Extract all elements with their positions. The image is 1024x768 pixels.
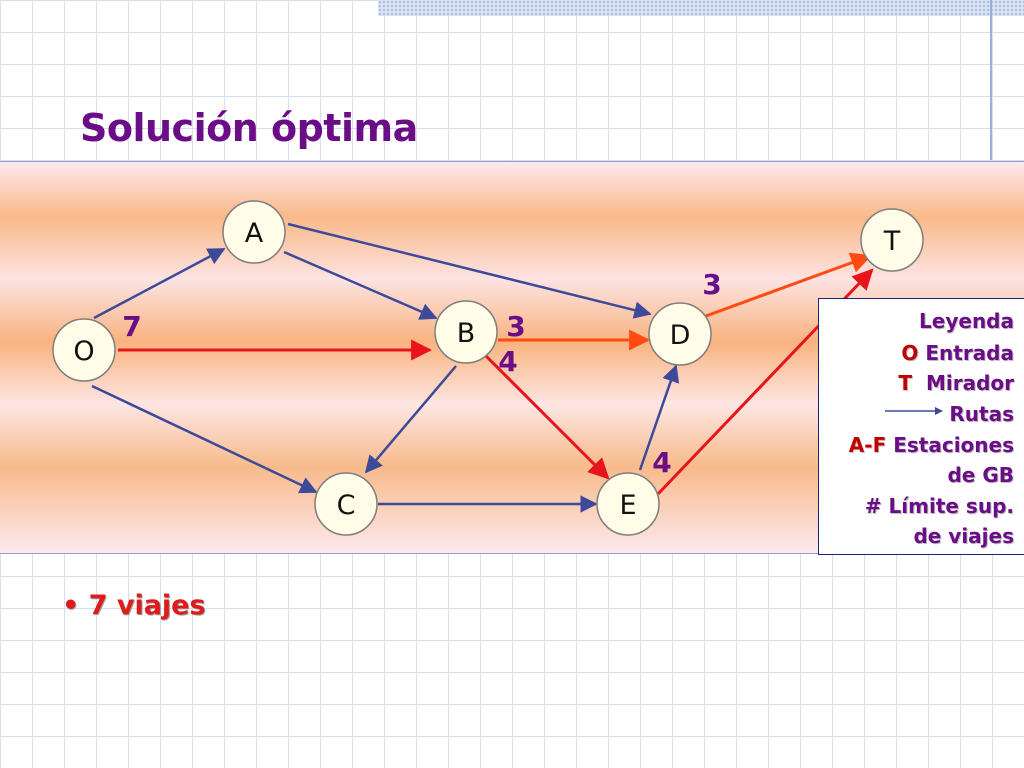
- legend-stations-cont: de GB: [947, 463, 1014, 487]
- result-bullet: • 7 viajes: [62, 590, 206, 621]
- edge-b-c: [364, 365, 457, 474]
- edge-layer: [91, 222, 874, 513]
- legend-lookout-text: Mirador: [925, 371, 1014, 395]
- edge-o-a: [93, 247, 226, 320]
- capacity-label-b-e: 4: [498, 345, 517, 378]
- node-e: [596, 472, 660, 536]
- edge-b-e: [484, 354, 610, 480]
- legend-entry-text: Entrada: [925, 341, 1014, 365]
- node-label-d: D: [670, 320, 691, 351]
- edge-d-t: [705, 252, 872, 318]
- edge-a-d: [287, 222, 652, 319]
- legend-stations: A-F Estaciones: [849, 433, 1014, 457]
- capacity-label-o-b: 7: [122, 310, 141, 343]
- node-label-e: E: [619, 490, 636, 521]
- legend-route-arrow-icon: [885, 407, 943, 415]
- node-d: [648, 302, 712, 366]
- legend-lookout-key: T: [898, 371, 913, 395]
- capacity-label-b-d: 3: [506, 310, 525, 343]
- node-label-a: A: [245, 218, 264, 249]
- legend-stations-key: A-F: [848, 433, 887, 457]
- legend-lookout: T Mirador: [898, 371, 1014, 395]
- legend-stations-text: Estaciones: [893, 433, 1014, 457]
- legend-box: Leyenda O Entrada T Mirador Rutas A-F Es…: [818, 298, 1024, 555]
- node-label-b: B: [457, 318, 476, 349]
- edge-o-c: [91, 384, 318, 494]
- node-c: [314, 472, 378, 536]
- node-a: [222, 200, 286, 264]
- node-label-t: T: [883, 226, 901, 257]
- legend-routes: Rutas: [949, 402, 1014, 426]
- legend-limit-cont: de viajes: [913, 524, 1014, 548]
- capacity-label-e-t: 4: [652, 446, 671, 479]
- capacity-label-d-t: 3: [702, 268, 721, 301]
- right-vertical-rule: [990, 0, 992, 160]
- edge-e-d: [638, 364, 680, 471]
- top-pattern-band: [378, 0, 1024, 16]
- legend-title: Leyenda: [919, 309, 1014, 333]
- node-o: [52, 318, 116, 382]
- legend-entry-key: O: [901, 341, 919, 365]
- slide-title: Solución óptima: [80, 106, 418, 150]
- node-t: [860, 208, 924, 272]
- legend-entry: O Entrada: [901, 341, 1014, 365]
- edge-a-b: [283, 250, 438, 320]
- node-b: [434, 300, 498, 364]
- node-label-o: O: [73, 336, 94, 367]
- legend-limit: # Límite sup.: [864, 494, 1014, 518]
- node-label-c: C: [337, 490, 356, 521]
